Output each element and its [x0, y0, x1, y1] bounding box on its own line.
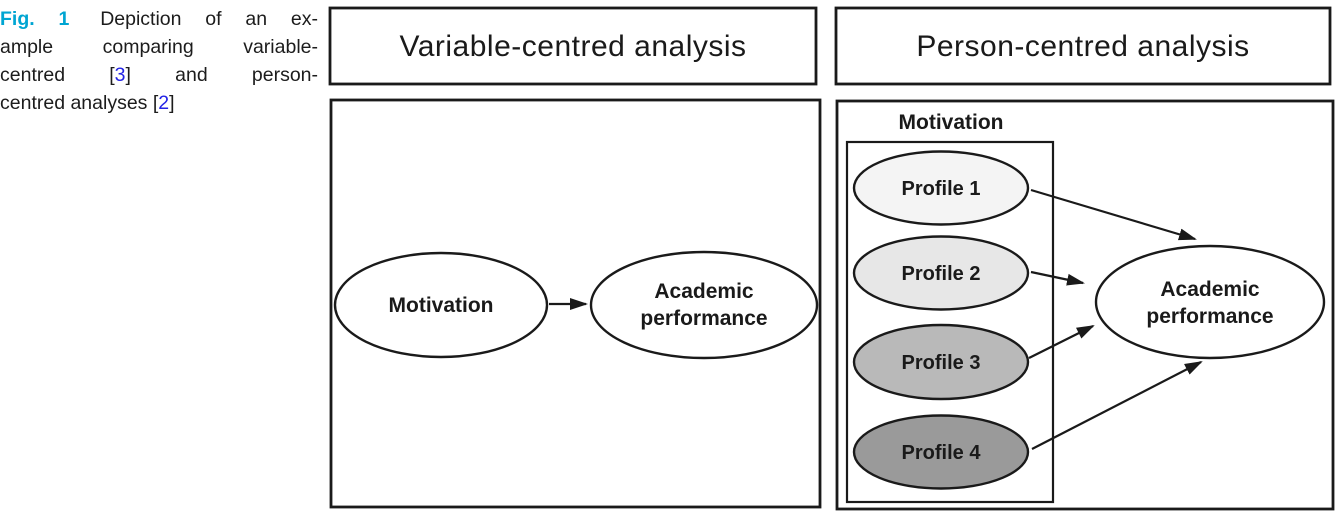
motivation-ellipse: [333, 251, 549, 359]
academic-performance-label-line1: Academic: [654, 280, 754, 303]
profile-4-ellipse: [852, 414, 1030, 490]
caption-line-3: centred [3] and person-: [0, 61, 318, 89]
caption-line-2: ample comparing variable-: [0, 33, 318, 61]
caption-text: ]: [169, 92, 175, 114]
academic-performance-ellipse: [589, 250, 819, 360]
profile-1-ellipse: [852, 150, 1030, 226]
caption-text: ] and person-: [125, 64, 318, 86]
profile-2-arrow: [1030, 270, 1085, 286]
profile-3-ellipse: [852, 323, 1030, 401]
figure-caption: Fig. 1 Depiction of an ex- ample compari…: [0, 5, 318, 117]
profile-4-arrow: [1031, 361, 1203, 450]
person-centred-panel: Person-centred analysis Motivation Profi…: [834, 6, 1335, 511]
motivation-group-box: [845, 140, 1055, 504]
profile-3-label: Profile 3: [902, 352, 981, 374]
person-centred-title-box: [834, 6, 1332, 86]
profile-4-label: Profile 4: [902, 442, 982, 464]
motivation-label: Motivation: [389, 294, 494, 317]
academic-performance-label-line2: performance: [640, 307, 767, 330]
variable-centred-panel: Variable-centred analysis Motivation Aca…: [328, 6, 822, 509]
person-centred-title: Person-centred analysis: [916, 30, 1249, 63]
figure-number-label: Fig. 1: [0, 8, 70, 30]
variable-centred-title-box: [328, 6, 818, 86]
variable-centred-title: Variable-centred analysis: [399, 30, 746, 63]
caption-text: ample comparing variable-: [0, 36, 318, 58]
profile-1-label: Profile 1: [902, 178, 981, 200]
academic-performance-right-label-line2: performance: [1146, 305, 1273, 328]
motivation-group-label: Motivation: [899, 111, 1004, 134]
citation-link-3[interactable]: 3: [114, 64, 126, 86]
caption-text: centred [: [0, 64, 115, 86]
profile-3-arrow: [1028, 325, 1095, 359]
profile-2-label: Profile 2: [902, 263, 981, 285]
citation-link-2[interactable]: 2: [158, 92, 170, 114]
profile-2-ellipse: [852, 235, 1030, 311]
caption-text: Depiction of an ex-: [100, 8, 319, 30]
caption-line-1: Fig. 1 Depiction of an ex-: [0, 5, 318, 33]
profile-1-arrow: [1030, 188, 1197, 241]
caption-text: centred analyses [: [0, 92, 159, 114]
caption-line-4: centred analyses [2]: [0, 89, 318, 117]
academic-performance-ellipse-right: [1094, 244, 1326, 360]
academic-performance-right-label-line1: Academic: [1160, 278, 1260, 301]
